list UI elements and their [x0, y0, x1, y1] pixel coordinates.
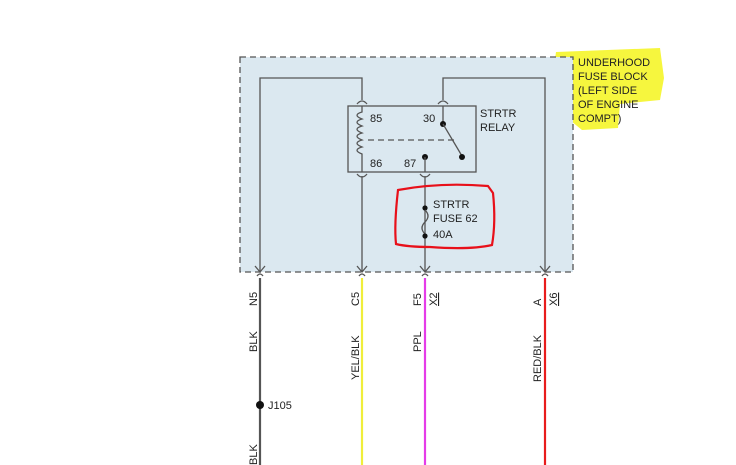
terminal-pin-a: A: [532, 298, 544, 306]
internal-bus-wires: [259, 77, 546, 272]
relay-switch: [422, 106, 465, 172]
relay-box: [347, 105, 477, 173]
terminal-connector-x6: X6: [548, 293, 560, 306]
svg-text:(LEFT SIDE: (LEFT SIDE: [578, 85, 637, 97]
wire-label-blk-lower: BLK: [248, 444, 260, 465]
relay-pin-30: 30: [423, 113, 435, 125]
relay-coil: [356, 106, 364, 172]
terminal-arrows: [254, 265, 551, 277]
fuse-annotation: [394, 183, 496, 250]
svg-text:STRTR: STRTR: [480, 108, 517, 120]
fuse-label: STRTR FUSE 62 40A: [433, 199, 478, 241]
terminal-connector-x2: X2: [428, 293, 440, 306]
relay-pin-arcs: [356, 100, 449, 178]
wire-label-ppl: PPL: [412, 331, 424, 352]
svg-text:RELAY: RELAY: [480, 122, 516, 134]
terminal-pin-n5: N5: [248, 292, 260, 306]
svg-text:OF ENGINE: OF ENGINE: [578, 99, 639, 111]
relay-pin-85: 85: [370, 113, 382, 125]
splice-j105-label: J105: [268, 400, 292, 412]
terminal-pin-c5: C5: [350, 292, 362, 306]
fuse-symbol: [421, 205, 429, 239]
relay-pin-86: 86: [370, 158, 382, 170]
svg-text:FUSE 62: FUSE 62: [433, 213, 478, 225]
fuse-block-outline: [239, 56, 574, 273]
relay-name: STRTR RELAY: [480, 108, 517, 134]
svg-text:STRTR: STRTR: [433, 199, 470, 211]
svg-text:UNDERHOOD: UNDERHOOD: [578, 57, 650, 69]
title-highlight: [552, 48, 664, 130]
svg-text:FUSE BLOCK: FUSE BLOCK: [578, 71, 648, 83]
wire-label-yel-blk: YEL/BLK: [350, 335, 362, 380]
relay-pin-87: 87: [404, 158, 416, 170]
splice-j105-dot: [256, 401, 264, 409]
wire-label-blk: BLK: [248, 331, 260, 352]
svg-text:40A: 40A: [433, 229, 453, 241]
svg-text:COMPT): COMPT): [578, 113, 621, 125]
fuse-block-title: UNDERHOOD FUSE BLOCK (LEFT SIDE OF ENGIN…: [578, 57, 650, 125]
wire-label-red-blk: RED/BLK: [532, 334, 544, 382]
terminal-pin-f5: F5: [412, 293, 424, 306]
